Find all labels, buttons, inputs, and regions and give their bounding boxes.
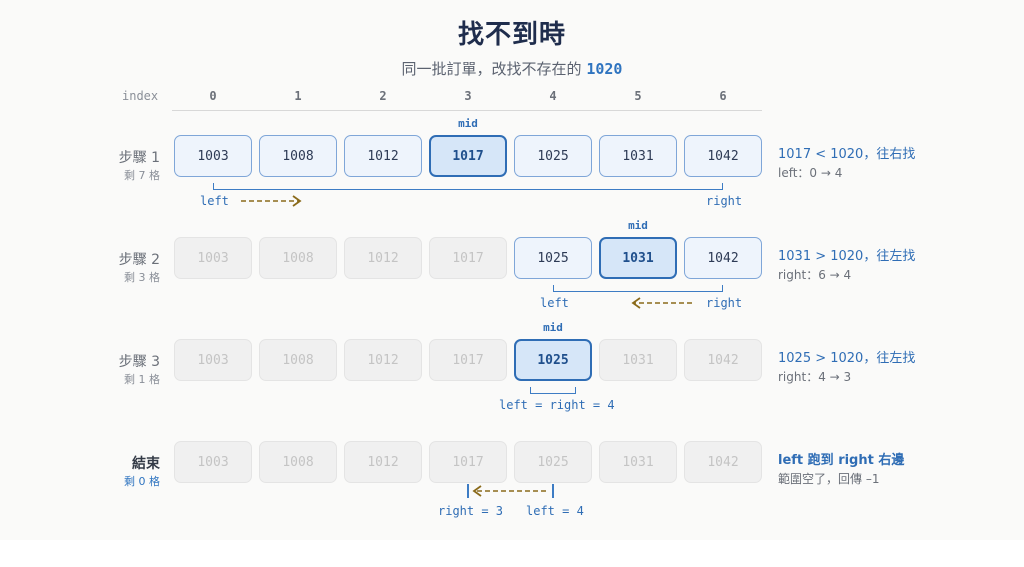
target-value: 1020 (586, 60, 623, 78)
array-cell: 1003 (174, 441, 252, 483)
index-5: 5 (634, 89, 642, 103)
step-note: left 跑到 right 右邊 (778, 453, 905, 468)
right-pointer-label: right (706, 194, 743, 208)
array-cell: 1042 (684, 441, 762, 483)
array-cell: 1012 (344, 135, 422, 177)
step-remaining: 剩 3 格 (124, 271, 160, 284)
right-pointer-label: right (706, 296, 743, 310)
range-bracket (213, 183, 723, 190)
page-title: 找不到時 (457, 20, 566, 50)
left-pointer-label: left (200, 194, 229, 208)
step-note-detail: right：6 → 4 (778, 268, 852, 282)
array-cell: 1003 (174, 237, 252, 279)
array-cell: 1031 (599, 135, 677, 177)
array-cell: 1025 (514, 441, 592, 483)
index-2: 2 (379, 89, 387, 103)
array-cell: 1012 (344, 237, 422, 279)
array-cell: 1008 (259, 441, 337, 483)
index-3: 3 (464, 89, 472, 103)
step-note-detail: right：4 → 3 (778, 370, 852, 384)
array-cell: 1031 (599, 339, 677, 381)
array-cell: 1042 (684, 339, 762, 381)
diagram-canvas: 找不到時 同一批訂單，改找不存在的 1020 index 0 1 2 3 4 5 6 步驟 1… (0, 20, 1024, 518)
array-cell: 1008 (259, 135, 337, 177)
step-note: 1031 > 1020，往左找 (778, 249, 916, 264)
index-header-label: index (122, 89, 159, 103)
array-cell: 1017 (429, 339, 507, 381)
move-left-arrow-head (631, 297, 641, 309)
mid-label: mid (543, 321, 563, 334)
range-bracket (553, 285, 723, 292)
array-cell: 1017 (429, 441, 507, 483)
left-pointer-label: left (540, 296, 569, 310)
step-note: 1025 > 1020，往左找 (778, 351, 916, 366)
step-note-detail: left：0 → 4 (778, 166, 843, 180)
step-label: 步驟 3 (118, 354, 160, 370)
array-cell: 1003 (174, 135, 252, 177)
array-cell: 1017 (429, 135, 507, 177)
array-cell: 1025 (514, 237, 592, 279)
step-remaining: 剩 0 格 (124, 475, 160, 488)
array-cell: 1003 (174, 339, 252, 381)
left-pointer-label: left = 4 (526, 504, 584, 518)
step-label: 結束 (132, 456, 160, 472)
index-divider (172, 110, 762, 111)
array-cell: 1042 (684, 135, 762, 177)
step-label: 步驟 2 (118, 252, 160, 268)
cross-over-arrow-head (472, 485, 482, 497)
mid-label: mid (628, 219, 648, 232)
mid-label: mid (458, 117, 478, 130)
index-6: 6 (719, 89, 727, 103)
array-cell: 1025 (514, 135, 592, 177)
move-right-arrow (241, 195, 302, 207)
subtitle-text: 同一批訂單，改找不存在的 (401, 60, 582, 78)
move-right-arrow-head (292, 195, 302, 207)
array-cell: 1012 (344, 339, 422, 381)
cross-over-arrow (472, 485, 546, 497)
index-1: 1 (294, 89, 302, 103)
page-subtitle: 同一批訂單，改找不存在的 1020 (0, 58, 1024, 79)
step-label: 步驟 1 (118, 150, 160, 166)
step-note: 1017 < 1020，往右找 (778, 147, 916, 162)
step-remaining: 剩 7 格 (124, 169, 160, 182)
array-cell: 1008 (259, 339, 337, 381)
step-note-detail: 範圍空了，回傳 –1 (778, 472, 880, 486)
array-cell: 1017 (429, 237, 507, 279)
right-pointer-label: right = 3 (438, 504, 504, 518)
index-0: 0 (209, 89, 217, 103)
index-4: 4 (549, 89, 557, 103)
move-left-arrow (631, 297, 692, 309)
array-cell: 1042 (684, 237, 762, 279)
array-cell: 1012 (344, 441, 422, 483)
array-cell: 1031 (599, 237, 677, 279)
array-cell: 1025 (514, 339, 592, 381)
array-cell: 1031 (599, 441, 677, 483)
right-marker-line (467, 484, 469, 498)
range-bracket (530, 387, 576, 394)
step-remaining: 剩 1 格 (124, 373, 160, 386)
left-marker-line (552, 484, 554, 498)
array-cell: 1008 (259, 237, 337, 279)
left-right-pointer-label: left = right = 4 (499, 398, 615, 412)
